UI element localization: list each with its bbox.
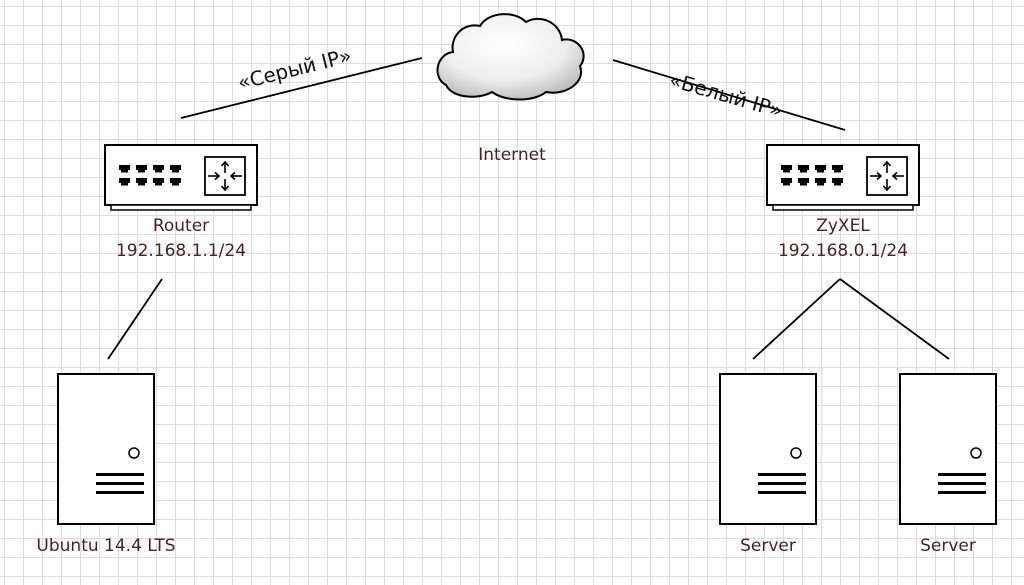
zyxel-device-icon xyxy=(767,145,919,210)
link-zyxel-server-1 xyxy=(752,278,841,360)
server-1-label: Server xyxy=(740,536,796,556)
link-left-wan xyxy=(180,57,423,119)
cloud-icon xyxy=(436,13,585,101)
server-1-icon xyxy=(719,373,817,525)
internet-label: Internet xyxy=(478,145,546,165)
zyxel-ip-label: 192.168.0.1/24 xyxy=(777,241,909,261)
ubuntu-server-icon xyxy=(57,373,155,525)
router-device-icon xyxy=(105,145,257,210)
zyxel-name-label: ZyXEL xyxy=(816,216,870,236)
router-ip-label: 192.168.1.1/24 xyxy=(115,241,247,261)
link-zyxel-server-2 xyxy=(839,278,950,360)
server-2-label: Server xyxy=(920,536,976,556)
server-2-icon xyxy=(899,373,997,525)
link-router-ubuntu xyxy=(107,278,163,360)
router-name-label: Router xyxy=(152,216,210,236)
ubuntu-label: Ubuntu 14.4 LTS xyxy=(36,536,176,556)
link-right-wan xyxy=(612,59,846,131)
